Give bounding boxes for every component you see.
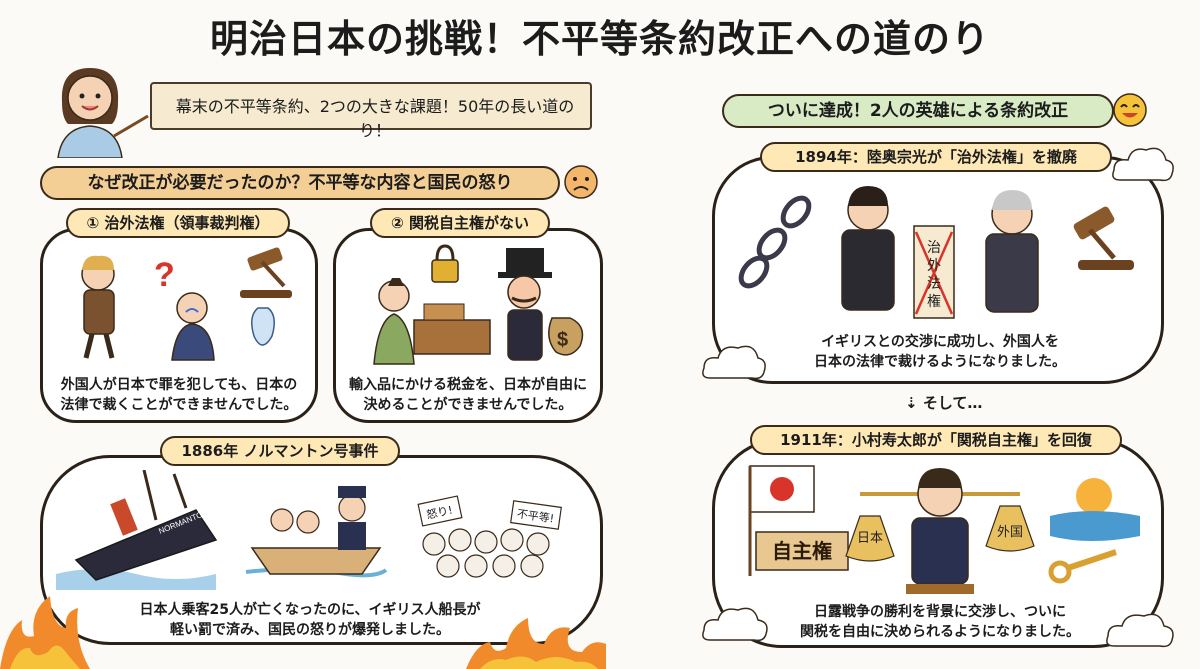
incident-caption-line1: 日本人乗客25人が亡くなったのに、イギリス人船長が [139,602,481,618]
step2-caption-line1: 日露戦争の勝利を背景に交渉し、ついに [814,604,1066,620]
page-title: 明治日本の挑戦！不平等条約改正への道のり [209,17,990,61]
incident-caption-line2: 軽い罰で済み、国民の怒りが爆発しました。 [170,622,450,638]
issue2-caption-line2: 決めることができませんでした。 [363,397,573,413]
connector: ⇣ そして… [905,392,982,413]
issue1-caption: 外国人が日本で罪を犯しても、日本の 法律で裁くことができませんでした。 [44,375,314,415]
step1-illustration: 治 外 法 権 [738,186,1134,319]
step1-caption: イギリスとの交渉に成功し、外国人を 日本の法律で裁けるようになりました。 [740,332,1140,372]
connector-text: そして… [922,394,983,412]
step1-caption-line1: イギリスとの交渉に成功し、外国人を [821,334,1059,350]
cloud-decoration-bottom-right [1106,613,1174,648]
scroll-text-ch3: 法 [927,276,941,292]
left-section-heading-text: なぜ改正が必要だったのか？不平等な内容と国民の怒り [87,173,513,193]
issue2-tag: ② 関税自主権がない [370,208,550,238]
issue2-caption-line1: 輸入品にかける税金を、日本が自由に [349,377,587,393]
scale-label-japan: 日本 [857,531,883,546]
intro-text: 幕末の不平等条約、2つの大きな課題！50年の長い道のり！ [175,97,575,140]
cloud-decoration-top [1112,147,1174,182]
step2-caption-line2: 関税を自由に決められるようになりました。 [800,624,1080,640]
normanton-incident-illustration: NORMANTON 怒り! 不平等! [56,470,562,590]
teacher-illustration [57,68,149,158]
scroll-text-ch1: 治 [927,240,941,256]
incident-tag: 1886年 ノルマントン号事件 [160,436,400,466]
flame-left-decoration [0,596,90,669]
right-section-heading-text: ついに達成！2人の英雄による条約改正 [767,101,1069,121]
smile-face-icon [1113,93,1147,127]
step2-caption: 日露戦争の勝利を背景に交渉し、ついに 関税を自由に決められるようになりました。 [740,602,1140,642]
intro-scroll [150,82,592,130]
protest-sign-unequal: 不平等! [516,506,555,525]
incident-caption: 日本人乗客25人が亡くなったのに、イギリス人船長が 軽い罰で済み、国民の怒りが爆… [100,600,520,640]
protest-sign-anger: 怒り! [425,503,454,522]
left-section-heading: なぜ改正が必要だったのか？不平等な内容と国民の怒り [40,166,560,200]
right-section-heading: ついに達成！2人の英雄による条約改正 [722,94,1114,128]
svg-text:?: ? [154,256,175,294]
step1-tag: 1894年：陸奥宗光が「治外法権」を撤廃 [760,142,1112,172]
scale-label-foreign: 外国 [997,525,1023,540]
flame-right-decoration [466,618,606,669]
step1-caption-line2: 日本の法律で裁けるようになりました。 [814,354,1066,370]
cloud-decoration-mid [702,345,766,380]
cloud-decoration-bottom-left [702,607,768,642]
issue2-caption: 輸入品にかける税金を、日本が自由に 決めることができませんでした。 [337,375,599,415]
issue1-caption-line2: 法律で裁くことができませんでした。 [60,397,298,413]
foreigner-illustration: ? [81,247,292,361]
issue1-tag: ① 治外法権（領事裁判権） [66,208,290,238]
issue1-caption-line1: 外国人が日本で罪を犯しても、日本の [60,377,298,393]
down-arrow-icon: ⇣ [905,394,918,412]
svg-text:$: $ [557,329,568,351]
step2-illustration: 自主権 日本 外国 [748,465,1140,594]
scroll-text-ch2: 外 [927,258,941,274]
sad-face-icon [564,165,598,199]
autonomy-banner: 自主権 [772,539,832,563]
step2-tag: 1911年：小村寿太郎が「関税自主権」を回復 [750,425,1122,455]
tariff-illustration: $ [373,244,584,365]
scroll-text-ch4: 権 [927,293,941,310]
